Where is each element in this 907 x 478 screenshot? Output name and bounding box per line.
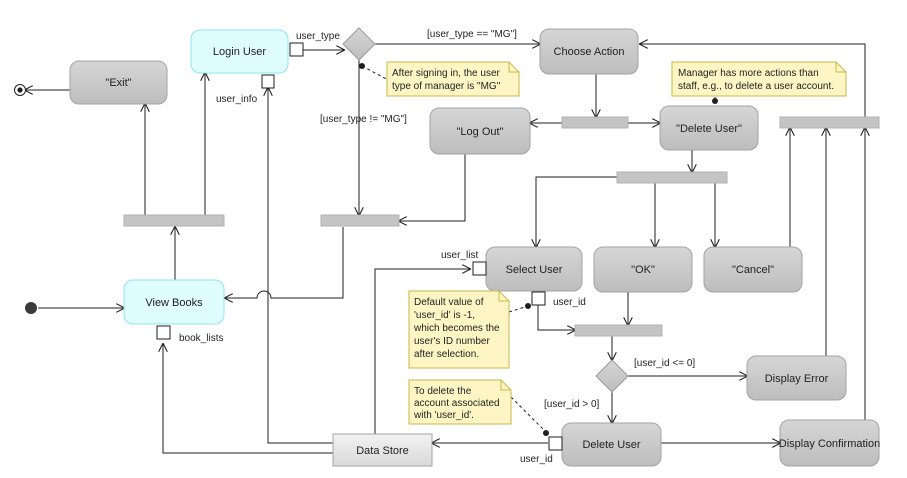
action-display-confirmation-label: Display Confirmation: [779, 438, 880, 450]
label-book-lists: book_lists: [179, 333, 223, 344]
note-manager-actions-line-1: Manager has more actions than: [678, 68, 819, 79]
edge-datastore-select: [374, 269, 470, 436]
note-delete-account-anchor-dot: [543, 430, 549, 436]
pin-user-list: [472, 261, 487, 276]
label-user-id-delete: user_id: [520, 454, 553, 465]
join-bar-select: [574, 324, 663, 337]
final-node: [14, 84, 26, 96]
note-manager-actions-line-2: staff, e.g., to delete a user account.: [678, 81, 834, 92]
action-display-error: Display Error: [746, 355, 847, 401]
action-delete-user-choice-label: "Delete User": [676, 123, 742, 135]
note-delete-account-line-1: To delete the: [414, 386, 472, 397]
action-view-books: View Books: [123, 279, 225, 325]
data-store: Data Store: [332, 433, 433, 467]
note-default-user-id-line-2: 'user_id' is -1,: [414, 310, 475, 321]
note-anchor-delete-account: [510, 396, 547, 433]
fork-bar-left: [123, 214, 225, 227]
action-exit-label: "Exit": [105, 77, 131, 89]
guard-user-type-not-mg: [user_type != "MG"]: [320, 114, 407, 125]
action-choose-action-label: Choose Action: [554, 46, 625, 58]
pin-user-info: [261, 74, 275, 89]
decision-user-id: [595, 359, 629, 393]
action-cancel-label: "Cancel": [732, 264, 774, 276]
action-log-out-label: "Log Out": [457, 126, 504, 138]
edge-datastore-login: [268, 88, 333, 444]
label-user-list: user_list: [441, 250, 478, 261]
action-delete-user: Delete User: [561, 422, 662, 467]
pin-user-id-select: [531, 291, 546, 306]
action-choose-action: Choose Action: [539, 28, 639, 75]
note-manager-actions-anchor-dot: [712, 98, 718, 104]
data-store-label: Data Store: [356, 445, 409, 457]
note-manager-type-anchor-dot: [359, 63, 365, 69]
guard-user-id-gt0: [user_id > 0]: [544, 399, 600, 410]
initial-node: [25, 302, 37, 314]
note-manager-type: After signing in, the user type of manag…: [386, 61, 520, 97]
pin-user-type: [289, 42, 304, 57]
note-delete-account-line-3: with 'user_id'.: [413, 410, 474, 421]
merge-bar-right: [779, 116, 880, 129]
edge-logout-bar: [399, 154, 466, 221]
note-delete-account: To delete the account associated with 'u…: [408, 379, 512, 425]
note-default-user-id-line-3: which becomes the: [413, 323, 500, 334]
action-login-user: Login User: [190, 29, 289, 74]
guard-user-type-mg: [user_type == "MG"]: [427, 29, 517, 40]
action-select-user-label: Select User: [506, 264, 563, 276]
action-exit: "Exit": [69, 60, 168, 105]
action-view-books-label: View Books: [145, 297, 203, 309]
fork-bar-choose: [561, 116, 629, 129]
note-manager-type-line-2: type of manager is "MG": [392, 81, 501, 92]
note-manager-type-line-1: After signing in, the user: [392, 68, 501, 79]
action-select-user: Select User: [485, 246, 583, 292]
edge-bar-viewbooks: [225, 227, 344, 298]
action-ok-label: "OK": [631, 264, 655, 276]
edge-fork2-select: [536, 176, 617, 247]
pin-user-id-delete: [548, 436, 563, 451]
action-cancel: "Cancel": [703, 246, 803, 293]
edge-rightbar-choose: [640, 44, 866, 117]
action-delete-user-choice: "Delete User": [659, 105, 759, 151]
note-default-user-id-anchor-dot: [525, 303, 531, 309]
guard-user-id-le0: [user_id <= 0]: [634, 358, 695, 369]
action-display-error-label: Display Error: [765, 373, 829, 385]
note-delete-account-line-2: account associated: [414, 398, 500, 409]
label-user-type: user_type: [296, 31, 340, 42]
action-display-confirmation: Display Confirmation: [779, 419, 880, 467]
note-default-user-id-line-4: user's ID number: [414, 336, 490, 347]
label-user-info: user_info: [216, 94, 258, 105]
edge-select-join: [537, 305, 575, 330]
decision-user-type: [342, 27, 376, 61]
pin-book-lists: [156, 325, 171, 340]
note-default-user-id: Default value of 'user_id' is -1, which …: [408, 290, 510, 369]
action-ok: "OK": [593, 246, 693, 293]
fork-bar-delete: [616, 171, 728, 184]
action-delete-user-label: Delete User: [582, 439, 640, 451]
edge-datastore-viewbooks: [163, 344, 333, 454]
note-default-user-id-line-1: Default value of: [414, 297, 484, 308]
merge-bar-center: [320, 214, 400, 227]
action-log-out: "Log Out": [429, 107, 531, 155]
edges: [25, 44, 866, 454]
action-login-user-label: Login User: [213, 46, 267, 58]
note-manager-actions: Manager has more actions than staff, e.g…: [671, 61, 847, 97]
note-default-user-id-line-5: after selection.: [414, 349, 479, 360]
label-user-id-select: user_id: [553, 297, 586, 308]
